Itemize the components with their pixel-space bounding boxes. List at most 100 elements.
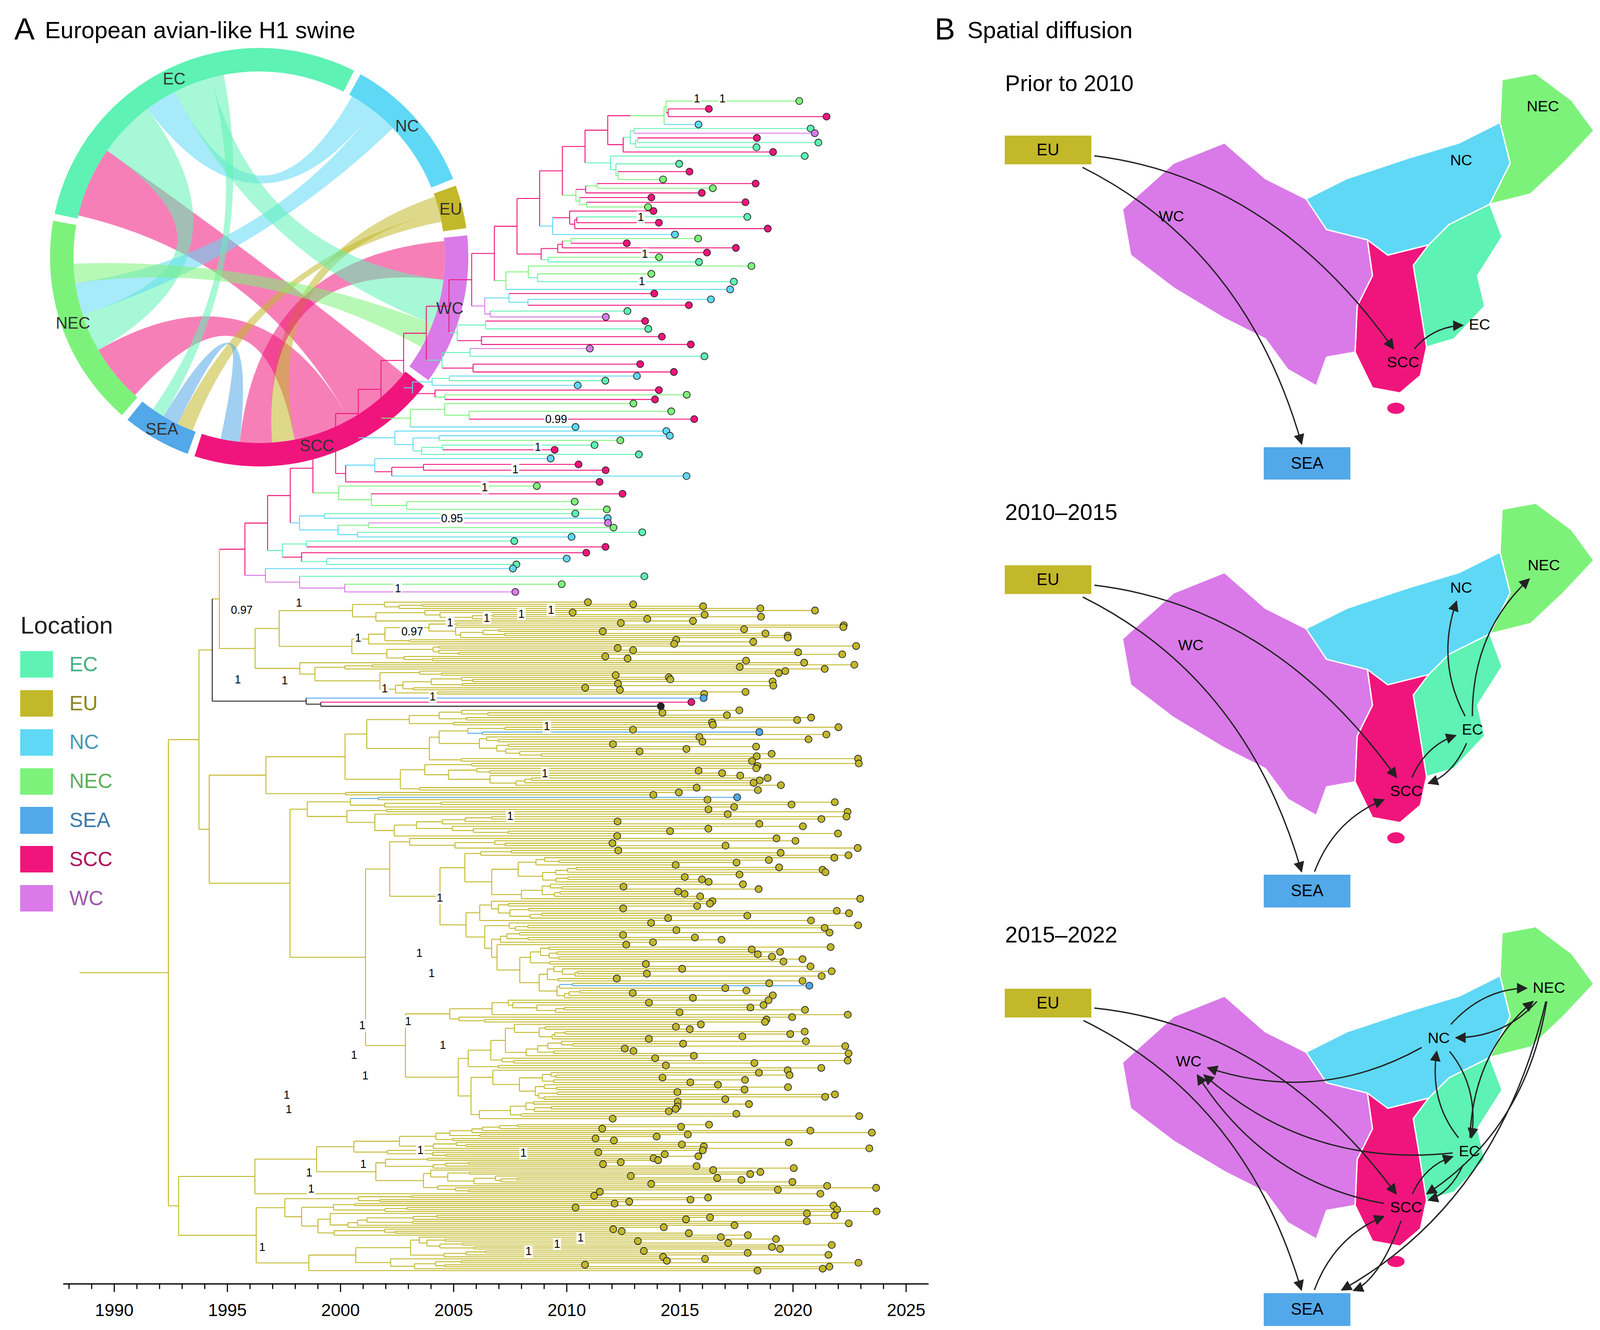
tip-marker [661,1150,669,1158]
tip-marker [854,844,862,852]
spread-arrow [1314,799,1384,872]
tip-marker [730,278,738,286]
tip-marker [754,786,762,794]
origin-box: SEA [1263,447,1351,480]
axis-tick [543,1283,546,1289]
spread-arrow [1314,1216,1385,1290]
panel-letter: B [934,11,955,46]
origin-box: EU [1004,988,1092,1018]
panel-letter: A [14,11,35,46]
tip-marker [755,885,762,893]
tip-marker [677,1122,685,1130]
tip-marker [872,1184,880,1192]
tip-marker [700,694,708,702]
tip-marker [624,307,631,315]
axis-tick [792,1283,794,1292]
tip-marker [751,180,759,187]
map-region [1490,503,1595,634]
tip-marker [830,853,838,861]
tip-marker [747,1003,754,1011]
tip-marker [817,1063,825,1071]
map-region [1490,926,1595,1058]
tip-marker [685,301,693,309]
legend-swatch [20,650,53,678]
tip-marker [625,1197,633,1205]
chord-label: NC [395,117,419,136]
tip-marker [619,883,627,890]
tip-marker [698,738,706,745]
spread-arrow [1469,1001,1534,1138]
support-value: 1 [361,1069,370,1082]
support-value: 1 [415,946,424,960]
support-value: 1 [307,1182,316,1196]
legend-swatch [20,884,53,912]
axis-tick [724,1283,726,1289]
support-value: 1 [533,440,542,454]
tip-marker [671,230,679,238]
tip-marker [574,382,581,389]
tip-marker [659,175,667,183]
support-value: 1 [294,597,304,610]
period-title: Prior to 2010 [1005,71,1134,97]
tip-marker [741,1076,749,1083]
tip-marker [721,984,729,992]
tip-marker [700,352,708,360]
tip-marker [779,958,787,965]
tip-marker [599,627,607,635]
tip-marker [687,340,695,348]
tip-marker [706,900,714,907]
tip-marker [768,1243,776,1250]
tree-branch [245,133,815,593]
tip-marker [760,1001,767,1009]
tip-marker [623,239,630,247]
tip-marker [660,1223,668,1231]
tip-marker [754,1266,761,1274]
tip-marker [614,846,622,854]
tip-marker [774,1186,782,1193]
region-label: NC [1446,149,1476,172]
time-axis [63,1283,929,1285]
tip-marker [704,1194,712,1201]
tip-marker [845,909,853,917]
tip-marker [678,1140,686,1148]
tip-marker [856,895,864,902]
axis-label: 1990 [95,1300,134,1320]
node-label: WC [1178,636,1204,654]
tip-marker [821,665,828,673]
node-label: EC [1461,720,1483,739]
tip-marker [690,1052,698,1060]
node-label: WC [1176,1052,1202,1070]
axis-tick [883,1283,885,1289]
axis-tick [249,1283,251,1289]
node-label: EU [1036,993,1060,1012]
origin-box: SEA [1263,874,1351,908]
tip-marker [602,543,609,550]
tip-marker [844,1010,852,1018]
tip-marker [844,851,852,859]
tip-marker [799,955,806,963]
tip-marker [705,105,713,113]
tip-marker [693,1162,700,1170]
tip-marker [788,1178,796,1185]
tip-marker [768,750,775,757]
tip-marker [627,1172,634,1179]
region-label: SCC [1386,1196,1426,1218]
tip-marker [681,873,689,880]
axis-tick [566,1283,568,1292]
tip-marker [785,1138,792,1146]
tip-marker [690,415,698,423]
tip-marker [694,1152,702,1160]
tip-marker [745,1100,753,1108]
support-value: 1 [692,92,701,106]
tip-marker [609,1114,616,1122]
tip-marker [665,1107,673,1115]
axis-tick [679,1283,681,1292]
support-value: 1 [280,674,289,687]
tip-marker [781,667,789,675]
tip-marker [817,815,825,822]
tip-marker [756,820,763,827]
tip-marker [773,834,780,842]
tip-marker [629,1047,637,1055]
support-value: 1 [511,463,520,476]
